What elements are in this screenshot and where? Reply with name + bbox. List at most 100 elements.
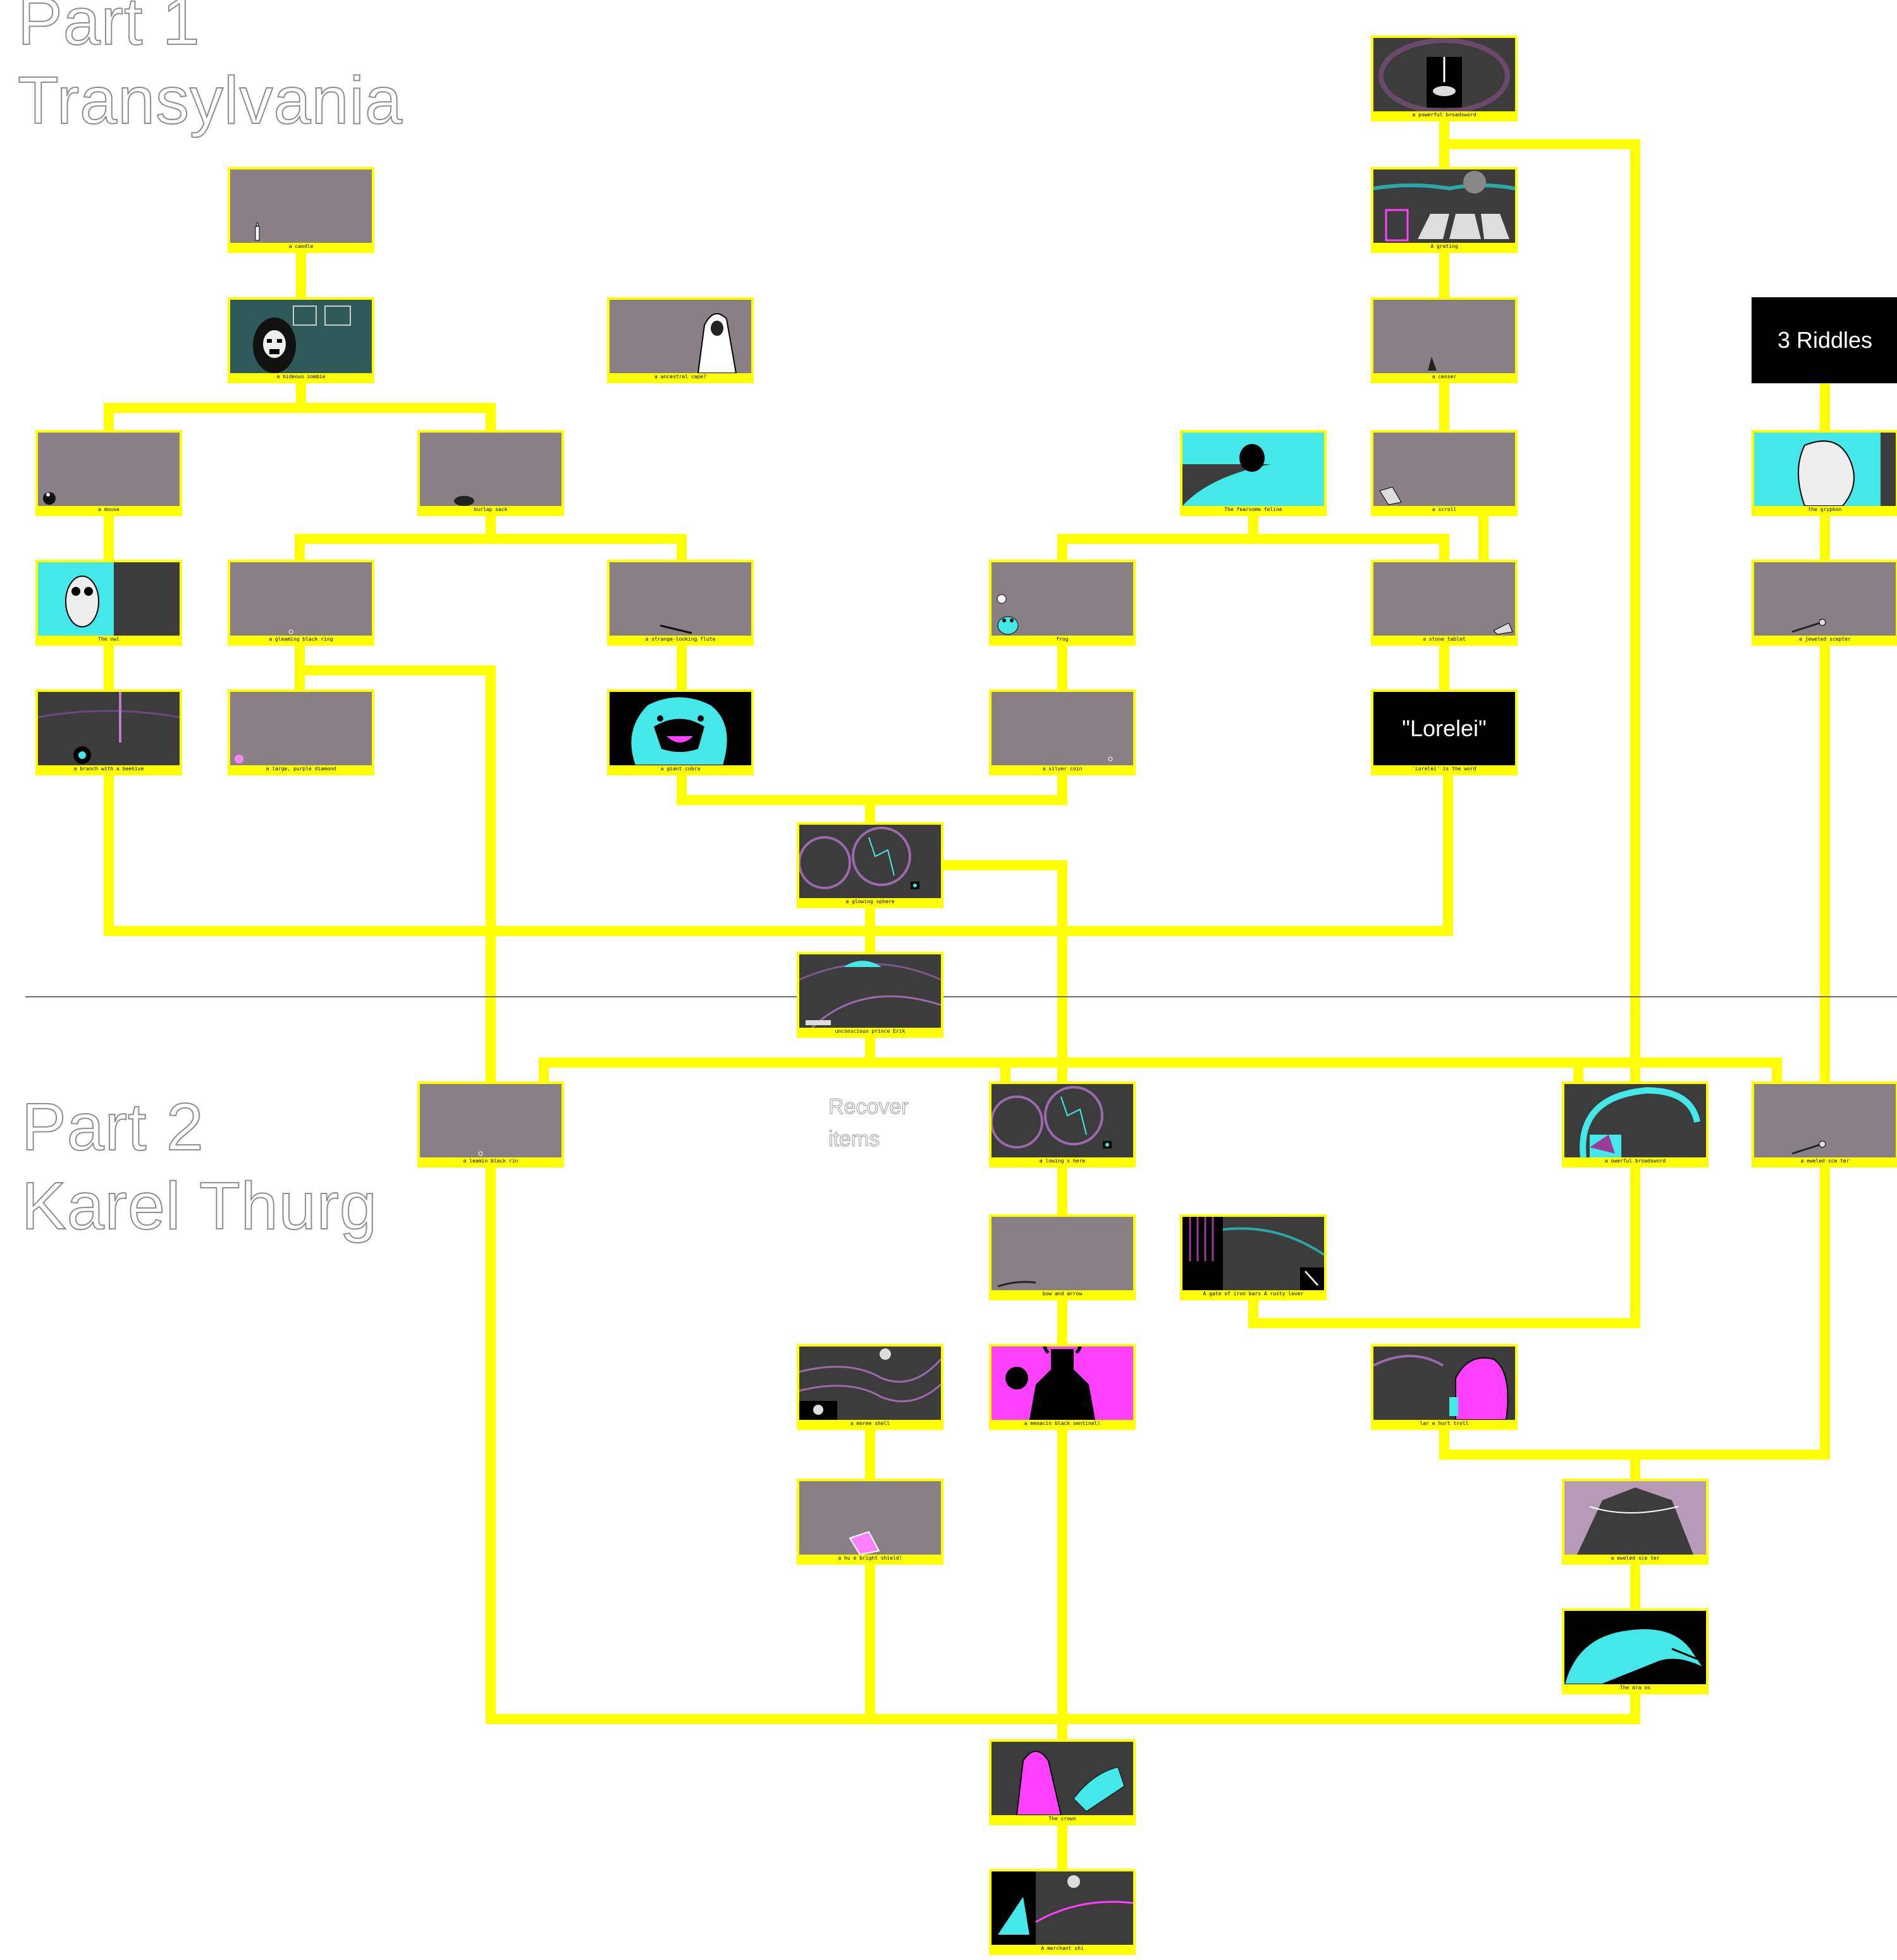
sphere-icon — [799, 827, 919, 889]
node-caption: A grating — [1430, 243, 1458, 249]
node-zombie[interactable]: a hideous zombie — [228, 297, 374, 383]
troll-icon — [1373, 1355, 1509, 1420]
censer-panel — [1373, 300, 1515, 373]
sentinel-icon — [1005, 1347, 1095, 1420]
node-caption: the gryphon — [1808, 507, 1842, 512]
node-bow-arrow[interactable]: bow and arrow — [989, 1214, 1136, 1300]
branch-panel — [38, 692, 180, 765]
node-stone-tablet[interactable]: a stone tablet — [1371, 560, 1518, 646]
candle-icon — [255, 222, 260, 241]
node-crown[interactable]: The crown — [989, 1739, 1136, 1825]
sentinel-panel — [991, 1347, 1133, 1420]
node-caption: unconscious prince Erik — [835, 1028, 906, 1034]
node-black-pin[interactable]: a leamin black rin — [417, 1082, 564, 1168]
node-lorelei[interactable]: "Lorelei" 'Lorelei' is the word — [1371, 689, 1518, 775]
node-burlap-sack[interactable]: burlap sack — [417, 430, 564, 516]
node-caption: burlap sack — [474, 507, 508, 512]
ship-icon — [991, 1871, 1133, 1945]
node-ancestral-cape[interactable]: a ancestral cape? — [607, 297, 754, 383]
bow-icon — [997, 1281, 1036, 1288]
node-gryphon[interactable]: the gryphon — [1752, 430, 1897, 516]
part-divider — [25, 996, 1897, 997]
ancestral-panel — [610, 300, 751, 373]
node-purple-diamond[interactable]: a large, purple diamond — [228, 689, 374, 775]
node-caption: bow and arrow — [1042, 1291, 1083, 1297]
node-branch-beehive[interactable]: a branch with a beehive — [35, 689, 182, 775]
node-3-riddles[interactable]: 3 Riddles — [1752, 297, 1897, 383]
gate-icon — [1182, 1217, 1324, 1290]
node-bright-shield[interactable]: a hu e bright shield! — [797, 1479, 943, 1565]
node-caption: a leamin black rin — [463, 1158, 519, 1164]
node-caption: a branch with a beehive — [73, 766, 144, 772]
node-flute[interactable]: a strange-looking flute — [607, 560, 754, 646]
burlap-panel — [420, 433, 562, 506]
dragon-icon — [1564, 1628, 1705, 1684]
node-caption: The crown — [1048, 1816, 1076, 1821]
node-broadsword-top[interactable]: a powerful broadsword — [1371, 35, 1518, 121]
scepter3-panel — [1564, 1481, 1706, 1555]
node-caption: a candle — [288, 243, 314, 249]
node-caption: 'Lorelei' is the word — [1373, 765, 1515, 773]
node-silver-coin[interactable]: a silver coin — [989, 689, 1136, 775]
node-giant-cobra[interactable]: a giant cobra — [607, 689, 754, 775]
owl-icon — [38, 562, 114, 636]
node-jeweled-scepter[interactable]: a jeweled scepter — [1752, 560, 1897, 646]
node-candle[interactable]: a candle — [228, 167, 374, 253]
node-caption: a hideous zombie — [276, 374, 326, 379]
zombie-icon — [230, 300, 372, 373]
node-broadsword-2[interactable]: a owerful broadsword — [1562, 1082, 1709, 1168]
shell-panel — [799, 1347, 941, 1420]
node-merchant-ship[interactable]: A merchant shi — [989, 1869, 1136, 1955]
recover-items-note: Recover items — [828, 1091, 909, 1156]
node-glowing-sphere[interactable]: a glowing sphere — [797, 822, 943, 908]
node-grating[interactable]: A grating — [1371, 167, 1518, 253]
node-caption: frog — [1056, 636, 1069, 642]
ring-icon — [288, 629, 293, 634]
flute-icon — [660, 624, 692, 634]
node-dragon[interactable]: The dra on — [1562, 1608, 1709, 1694]
node-moree-shell[interactable]: a moree shell — [797, 1344, 943, 1430]
sword-icon — [1378, 38, 1510, 111]
node-glowing-sphere-2[interactable]: a lowing s here — [989, 1082, 1136, 1168]
grating-icon — [1373, 171, 1515, 242]
node-caption: A gate of iron bars A rusty lever — [1203, 1291, 1304, 1297]
node-caption: a eweled sce ter — [1611, 1555, 1660, 1561]
merchant-panel — [991, 1871, 1133, 1945]
node-troll[interactable]: lar e hurt troll — [1371, 1344, 1518, 1430]
node-caption: a scroll — [1432, 507, 1457, 512]
ghost-icon — [697, 313, 737, 373]
node-caption: a ancestral cape? — [654, 374, 706, 379]
gate-panel — [1182, 1217, 1324, 1290]
node-caption: a jeweled scepter — [1799, 636, 1851, 642]
candle-panel — [230, 169, 372, 243]
node-frog[interactable]: frog — [989, 560, 1136, 646]
ring-panel — [230, 562, 372, 636]
coin-icon — [1108, 756, 1113, 761]
node-prince-erik[interactable]: unconscious prince Erik — [797, 952, 943, 1038]
diamond-icon — [235, 755, 243, 763]
part2-title: Part 2 Karel Thurg — [21, 1088, 378, 1246]
node-mouse[interactable]: a mouse — [35, 430, 182, 516]
dragon-panel — [1564, 1611, 1706, 1684]
node-gate-lever[interactable]: A gate of iron bars A rusty lever — [1180, 1214, 1327, 1300]
node-caption: a menacin black sentinel! — [1024, 1421, 1101, 1426]
blackpin-panel — [420, 1084, 562, 1157]
node-black-ring[interactable]: a gleaming black ring — [228, 560, 374, 646]
node-caption: a silver coin — [1042, 766, 1083, 772]
node-caption: a eweled sce ter — [1800, 1158, 1850, 1164]
node-censer[interactable]: a censer — [1371, 297, 1518, 383]
node-scepter-3[interactable]: a eweled sce ter — [1562, 1479, 1709, 1565]
feline-icon — [1182, 433, 1324, 506]
node-caption: a moree shell — [850, 1421, 890, 1426]
node-black-sentinel[interactable]: a menacin black sentinel! — [989, 1344, 1136, 1430]
tablet-icon — [1493, 622, 1513, 635]
node-scroll[interactable]: a scroll — [1371, 430, 1518, 516]
node-fearsome-feline[interactable]: The fearsome feline — [1180, 430, 1327, 516]
node-owl[interactable]: The owl — [35, 560, 182, 646]
zombie-panel — [230, 300, 372, 373]
censer-icon — [1428, 357, 1437, 371]
gryphon-icon — [1754, 433, 1881, 506]
node-scepter-2[interactable]: a eweled sce ter — [1752, 1082, 1897, 1168]
grating-panel — [1373, 169, 1515, 243]
